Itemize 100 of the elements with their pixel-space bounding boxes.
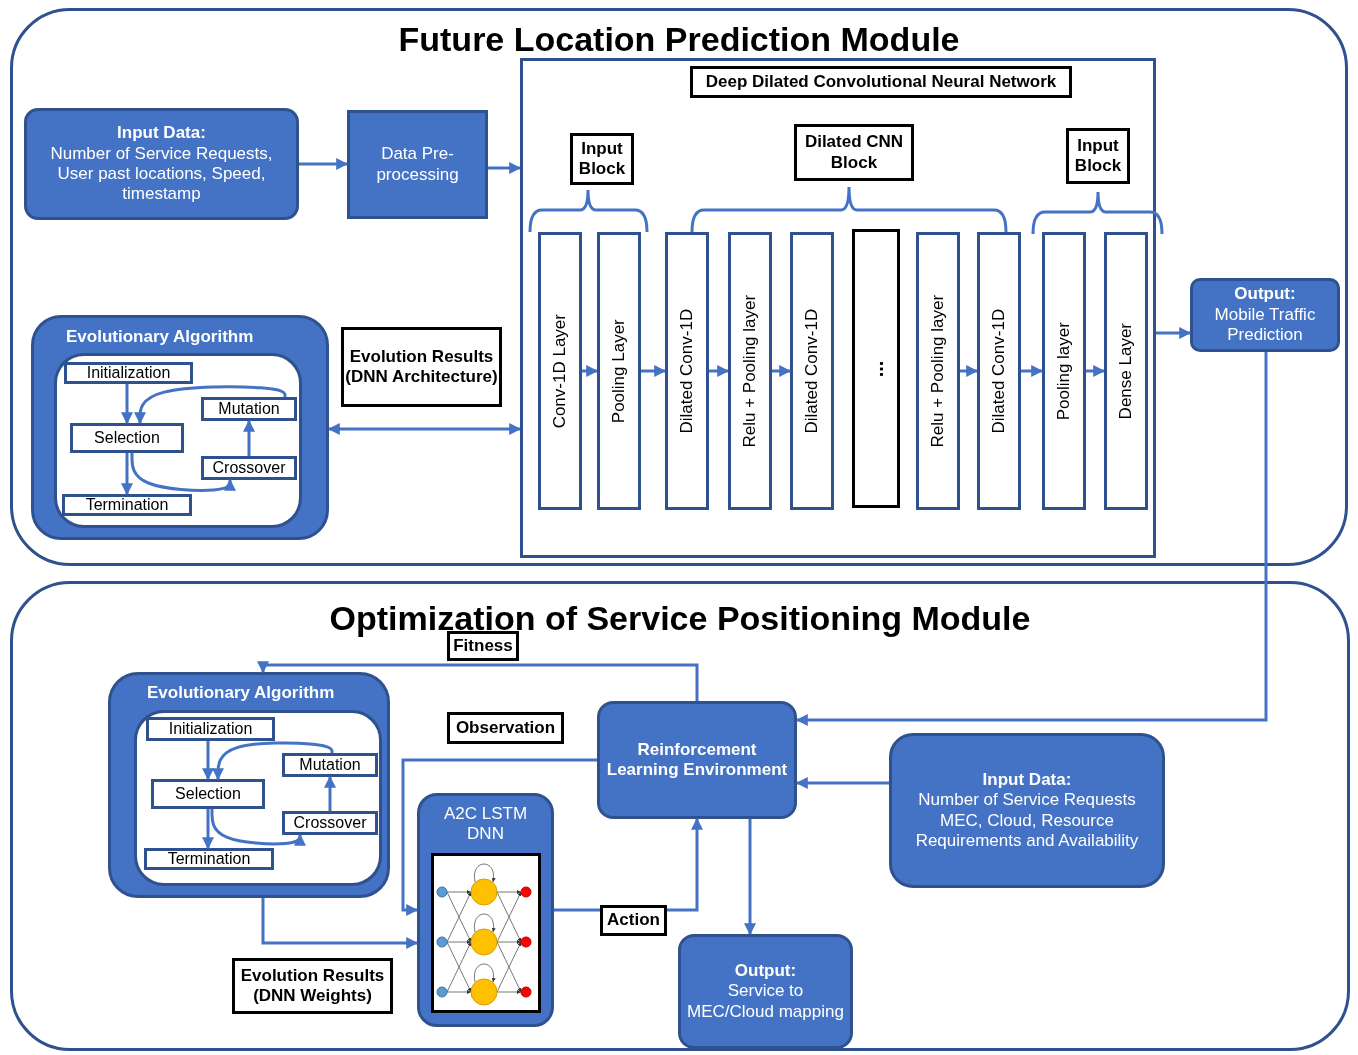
- box-heading: Input Data:: [116, 123, 207, 144]
- box-heading: Output:: [733, 960, 798, 982]
- layer-box: [852, 229, 900, 508]
- module-panel: [10, 581, 1350, 1051]
- process-box: [1190, 278, 1340, 352]
- network-title: Deep Dilated Convolutional Neural Network: [690, 66, 1072, 98]
- step-box: [146, 717, 275, 741]
- layer-box: [916, 232, 960, 510]
- arrow: [772, 365, 792, 377]
- arrow: [1086, 365, 1106, 377]
- step-box: [282, 753, 378, 777]
- process-box: [889, 733, 1165, 888]
- layer-box: [665, 232, 709, 510]
- layer-box: [1104, 232, 1148, 510]
- layer-label: Conv-1D Layer: [549, 313, 570, 429]
- process-box: [597, 701, 797, 819]
- arrow: [401, 758, 597, 916]
- arrow: [709, 365, 730, 377]
- arrow: [582, 365, 599, 377]
- step-box: [201, 397, 297, 421]
- panel-title: Evolutionary Algorithm: [147, 683, 335, 704]
- box-text: Crossover: [211, 460, 287, 476]
- step-box: [201, 456, 297, 480]
- module-title: Future Location Prediction Module: [397, 19, 961, 60]
- algorithm-panel: [31, 315, 329, 540]
- box-text: Reinforcement Learning Environment: [605, 739, 789, 781]
- layer-box: [597, 232, 641, 510]
- box-text: Selection: [174, 786, 242, 802]
- arrow: [121, 384, 133, 425]
- layer-label: Dilated Conv-1D: [801, 308, 822, 434]
- arrow: [744, 819, 756, 936]
- box-text: Mutation: [298, 757, 362, 773]
- algorithm-panel: [108, 672, 390, 898]
- layer-box: [790, 232, 834, 510]
- arrow: [327, 423, 522, 435]
- edge-label: Observation: [447, 712, 564, 744]
- layer-label: Pooling Layer: [608, 319, 629, 423]
- box-heading: Output:: [1233, 284, 1297, 305]
- block-label-box: [570, 133, 634, 185]
- arrow: [261, 898, 419, 949]
- inner-panel: [54, 353, 302, 528]
- arrow: [299, 158, 349, 170]
- box-text: Input Block: [577, 138, 627, 180]
- layer-label: ...: [864, 360, 888, 377]
- box-text: Mobile Traffic Prediction: [1213, 304, 1317, 346]
- arrow: [130, 453, 236, 492]
- step-box: [282, 811, 378, 835]
- box-text: Initialization: [85, 365, 172, 381]
- step-box: [70, 423, 184, 453]
- step-box: [62, 494, 192, 516]
- box-text: Data Pre-processing: [375, 144, 460, 185]
- layer-label: Relu + Pooling layer: [927, 294, 948, 448]
- arrow: [134, 385, 287, 425]
- block-label-box: [1066, 128, 1130, 184]
- layer-label: Pooling layer: [1053, 321, 1074, 421]
- network-container: [520, 58, 1156, 558]
- box-text: Crossover: [292, 815, 368, 831]
- arrow: [641, 365, 667, 377]
- box-text: Termination: [166, 851, 252, 867]
- box-heading: Input Data:: [981, 769, 1073, 791]
- box-text: Input Block: [1073, 135, 1123, 177]
- arrow: [795, 777, 889, 789]
- box-text: Selection: [93, 430, 161, 446]
- layer-box: [728, 232, 772, 510]
- arrow: [795, 352, 1268, 726]
- box-text: Termination: [84, 497, 170, 513]
- panel-title: A2C LSTM DNN: [442, 804, 529, 845]
- box-text: Service to MEC/Cloud mapping: [686, 981, 845, 1023]
- step-box: [144, 848, 274, 870]
- inner-panel: [134, 710, 382, 886]
- arrow: [488, 162, 522, 174]
- arrow: [324, 775, 336, 811]
- picture-frame: [431, 853, 541, 1013]
- arrow: [202, 741, 214, 781]
- layer-box: [1042, 232, 1086, 510]
- arrow: [257, 661, 699, 701]
- box-text: Number of Service Requests MEC, Cloud, Resource Requirements and Availability: [914, 790, 1140, 852]
- arrow: [212, 741, 334, 781]
- edge-label: Action: [600, 905, 667, 936]
- layer-label: Relu + Pooling layer: [739, 294, 760, 448]
- arrow: [210, 809, 306, 846]
- arrow: [202, 809, 214, 850]
- step-box: [64, 362, 193, 384]
- arrow: [960, 365, 979, 377]
- layer-label: Dense Layer: [1115, 322, 1136, 420]
- block-label-box: [794, 124, 914, 181]
- layer-box: [977, 232, 1021, 510]
- box-text: Dilated CNN Block: [803, 132, 905, 173]
- panel-title: Evolutionary Algorithm: [66, 327, 254, 348]
- layer-label: Dilated Conv-1D: [676, 308, 697, 434]
- edge-label: Evolution Results (DNN Architecture): [341, 327, 502, 407]
- arrow: [1021, 365, 1044, 377]
- box-text: Initialization: [167, 721, 254, 737]
- edge-label: Fitness: [447, 631, 519, 661]
- process-box: [24, 108, 299, 220]
- arrow: [1156, 327, 1192, 339]
- process-box: [678, 934, 853, 1049]
- layer-box: [538, 232, 582, 510]
- box-text: Number of Service Requests, User past locations, Speed, timestamp: [49, 143, 274, 205]
- step-box: [151, 779, 265, 809]
